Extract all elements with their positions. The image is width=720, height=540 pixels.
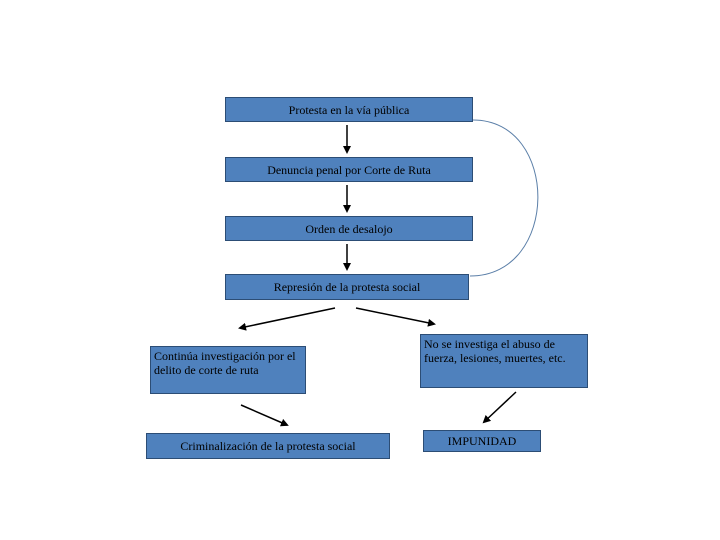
node-represion: Represión de la protesta social: [225, 274, 469, 300]
arrow-represion-to-continua: [238, 307, 336, 331]
node-orden-desalojo: Orden de desalojo: [225, 216, 473, 241]
arrow-continua-to-criminalizacion: [240, 404, 289, 427]
node-continua-investigacion: Continúa investigación por el delito de …: [150, 346, 306, 394]
node-label: No se investiga el abuso de fuerza, lesi…: [424, 337, 566, 365]
node-label: Denuncia penal por Corte de Ruta: [267, 162, 431, 177]
node-label: Protesta en la vía pública: [288, 102, 410, 117]
node-denuncia-penal: Denuncia penal por Corte de Ruta: [225, 157, 473, 182]
node-label: IMPUNIDAD: [447, 434, 517, 448]
node-protesta-via-publica: Protesta en la vía pública: [225, 97, 473, 122]
curve-protesta-to-represion: [469, 119, 539, 277]
node-impunidad: IMPUNIDAD: [423, 430, 541, 452]
node-label: Continúa investigación por el delito de …: [154, 349, 296, 377]
node-no-se-investiga: No se investiga el abuso de fuerza, lesi…: [420, 334, 588, 388]
arrow-represion-to-no-investiga: [355, 307, 436, 327]
node-label: Criminalización de la protesta social: [180, 439, 356, 453]
node-criminalizacion: Criminalización de la protesta social: [146, 433, 390, 459]
arrow-no-investiga-to-impunidad: [482, 391, 517, 424]
node-label: Orden de desalojo: [305, 221, 393, 236]
node-label: Represión de la protesta social: [273, 280, 421, 294]
